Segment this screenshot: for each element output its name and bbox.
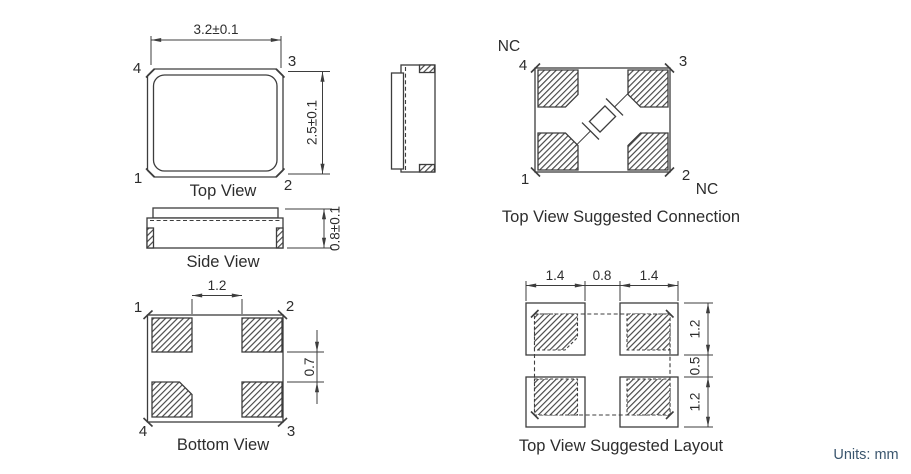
layout-pad-tr	[626, 313, 671, 351]
bottom-view-pad-1	[151, 317, 193, 353]
bottom-view-vgap-dim-label: 0.7	[302, 358, 317, 377]
top-view-corner-mark-br	[275, 167, 286, 178]
bottom-view-pad-2	[241, 317, 283, 353]
layout-view-caption: Top View Suggested Layout	[519, 437, 724, 455]
bottom-view-corner-mark-tl	[142, 309, 154, 320]
bottom-view-corner-mark-tr	[277, 309, 288, 320]
top-view-height-dim-label: 2.5±0.1	[305, 100, 320, 145]
connection-view-corner-mark-br	[664, 166, 675, 178]
layout-package-outline	[533, 313, 671, 416]
layout-pad-bl	[533, 378, 579, 416]
side-view-body	[146, 217, 284, 249]
connection-view-pin-2-label: 2	[682, 167, 690, 184]
bottom-view-caption: Bottom View	[177, 436, 269, 454]
bottom-view-pin-4-label: 4	[139, 423, 147, 440]
top-view-corner-mark-tr	[275, 68, 286, 79]
top-view-pin-3-label: 3	[288, 53, 296, 70]
connection-view-corner-mark-tl	[530, 62, 541, 74]
bottom-view-pin-3-label: 3	[287, 423, 295, 440]
bottom-view-pad-3	[241, 381, 283, 418]
layout-right-dim-label-2: 0.5	[688, 357, 703, 376]
bottom-view: 1.2 0.7 1 2 4 3 Bottom View	[134, 278, 324, 454]
top-view: 3.2±0.1 2.5±0.1 4 3 1 2 Top View	[133, 22, 330, 200]
top-view-corner-mark-tl	[145, 68, 156, 79]
units-note: Units: mm	[833, 447, 898, 463]
top-view-corner-mark-bl	[145, 167, 156, 178]
layout-top-dim-label-3: 1.4	[640, 268, 659, 283]
layout-corner-mark-br	[665, 410, 675, 420]
connection-view-pad-2	[627, 132, 669, 171]
connection-view-nc-top-label: NC	[498, 38, 520, 55]
crystal-lead-left	[574, 130, 591, 147]
connection-view-pin-1-label: 1	[521, 171, 529, 188]
layout-corner-mark-bl	[530, 410, 540, 420]
connection-view-pad-3	[627, 69, 669, 108]
end-view-pad-bottom	[418, 163, 436, 173]
bottom-view-corner-mark-bl	[142, 417, 154, 428]
connection-view-pad-1	[537, 132, 579, 171]
end-view-pad-top	[418, 64, 436, 74]
bottom-view-corner-mark-br	[277, 417, 288, 428]
bottom-view-pin-1-label: 1	[134, 299, 142, 316]
top-view-pin-1-label: 1	[134, 170, 142, 187]
side-view-lid	[152, 207, 279, 219]
layout-top-dim-label-2: 0.8	[593, 268, 612, 283]
connection-view-nc-bottom-label: NC	[696, 181, 718, 198]
layout-corner-mark-tr	[665, 309, 675, 319]
connection-view-corner-mark-bl	[530, 166, 541, 178]
connection-view-pad-4	[537, 69, 579, 108]
connection-view-caption: Top View Suggested Connection	[502, 208, 740, 226]
layout-land-bl	[525, 376, 586, 428]
side-view-pad-left	[146, 227, 155, 249]
crystal-symbol	[574, 91, 631, 147]
end-view-lid	[390, 72, 405, 170]
crystal-plate-left	[581, 122, 600, 140]
connection-view-pin-4-label: 4	[519, 57, 527, 74]
connection-view-pin-3-label: 3	[679, 53, 687, 70]
crystal-plate-right	[605, 98, 624, 116]
end-view	[390, 64, 436, 173]
side-view: 0.8±0.1 Side View	[146, 206, 343, 271]
layout-pad-br	[626, 378, 671, 416]
layout-top-dim-label-1: 1.4	[546, 268, 565, 283]
bottom-view-pin-2-label: 2	[286, 298, 294, 315]
layout-land-tr	[619, 302, 679, 356]
layout-corner-mark-tl	[530, 309, 540, 319]
side-view-pad-right	[275, 227, 284, 249]
layout-view: 1.4 0.8 1.4 1.2 0.5 1.2 Top View Suggest…	[519, 268, 724, 455]
side-view-caption: Side View	[186, 253, 259, 271]
bottom-view-gap-dim-label: 1.2	[208, 278, 227, 293]
connection-view: 4 3 1 2 NC NC Top View Suggested Connect…	[498, 38, 740, 226]
layout-right-dim-label-1: 1.2	[688, 320, 703, 339]
top-view-pin-2-label: 2	[284, 177, 292, 194]
top-view-width-dim-label: 3.2±0.1	[194, 22, 239, 37]
connection-view-corner-mark-tr	[664, 62, 675, 74]
side-view-height-dim-label: 0.8±0.1	[328, 206, 343, 251]
top-view-lid	[152, 74, 278, 172]
crystal-lead-right	[614, 91, 631, 108]
crystal-body	[588, 104, 617, 134]
end-view-body	[400, 64, 436, 173]
layout-land-br	[619, 376, 679, 428]
top-view-pin-4-label: 4	[133, 60, 141, 77]
layout-pad-tl	[533, 313, 579, 351]
top-view-caption: Top View	[190, 182, 257, 200]
layout-land-tl	[525, 302, 586, 356]
layout-right-dim-label-3: 1.2	[688, 393, 703, 412]
top-view-body-outline	[146, 68, 284, 178]
bottom-view-pad-4	[151, 381, 193, 418]
